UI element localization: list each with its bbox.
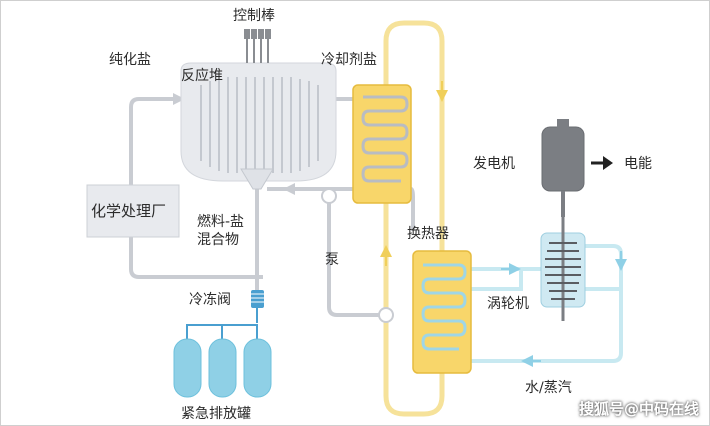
reactor-vessel	[180, 62, 337, 190]
emergency-tanks-label: 紧急排放罐	[181, 406, 251, 422]
coolant-salt-label: 冷却剂盐	[321, 52, 377, 68]
fuel-salt-pipes	[129, 97, 415, 317]
heat-exchanger-label: 换热器	[407, 226, 449, 242]
freeze-valve	[251, 290, 264, 308]
electricity-arrow-icon	[591, 156, 613, 170]
water-steam-loop	[471, 244, 623, 363]
primary-heat-exchanger	[352, 84, 412, 204]
reactor-core-label: 反应堆	[181, 68, 223, 84]
pump-icon	[378, 307, 394, 323]
drain-pipes	[186, 308, 258, 341]
generator	[541, 119, 585, 217]
electricity-label: 电能	[624, 156, 652, 172]
control-rods	[244, 29, 271, 63]
fuel-salt-label-line2: 混合物	[197, 232, 239, 248]
pump-icon	[321, 188, 337, 204]
secondary-heat-exchanger	[412, 250, 472, 374]
turbine-label: 涡轮机	[487, 296, 529, 312]
purified-salt-label: 纯化盐	[109, 52, 151, 68]
control-rods-label: 控制棒	[233, 8, 275, 24]
fuel-salt-label-line1: 燃料-盐	[197, 214, 245, 230]
watermark: 搜狐号@中码在线	[578, 400, 699, 418]
emergency-drain-tanks	[173, 338, 272, 398]
chemical-plant-label: 化学处理厂	[91, 202, 167, 220]
chemical-plant-box	[86, 184, 180, 238]
freeze-valve-label: 冷冻阀	[189, 292, 231, 308]
coolant-loop	[383, 20, 445, 417]
generator-label: 发电机	[473, 156, 515, 172]
water-steam-label: 水/蒸汽	[525, 380, 572, 396]
pump-label: 泵	[325, 252, 339, 268]
turbine	[540, 217, 586, 321]
